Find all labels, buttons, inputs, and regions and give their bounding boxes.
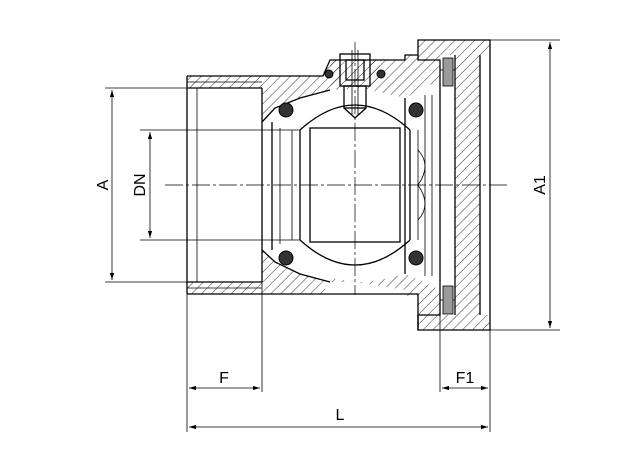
dimension-f1: F1 — [439, 315, 491, 432]
label-l: L — [336, 407, 345, 424]
label-f: F — [219, 370, 229, 387]
label-a1: A1 — [532, 175, 549, 195]
seat-rings — [278, 102, 424, 266]
label-dn: DN — [132, 173, 149, 196]
dimension-dn: DN — [132, 129, 300, 241]
label-a: A — [95, 179, 112, 190]
dimension-a1: A1 — [490, 39, 560, 331]
label-f1: F1 — [456, 370, 475, 387]
center-lines — [165, 42, 510, 295]
dimension-f: F — [186, 282, 263, 432]
dimension-a: A — [95, 87, 187, 283]
dimension-l: L — [189, 407, 488, 430]
